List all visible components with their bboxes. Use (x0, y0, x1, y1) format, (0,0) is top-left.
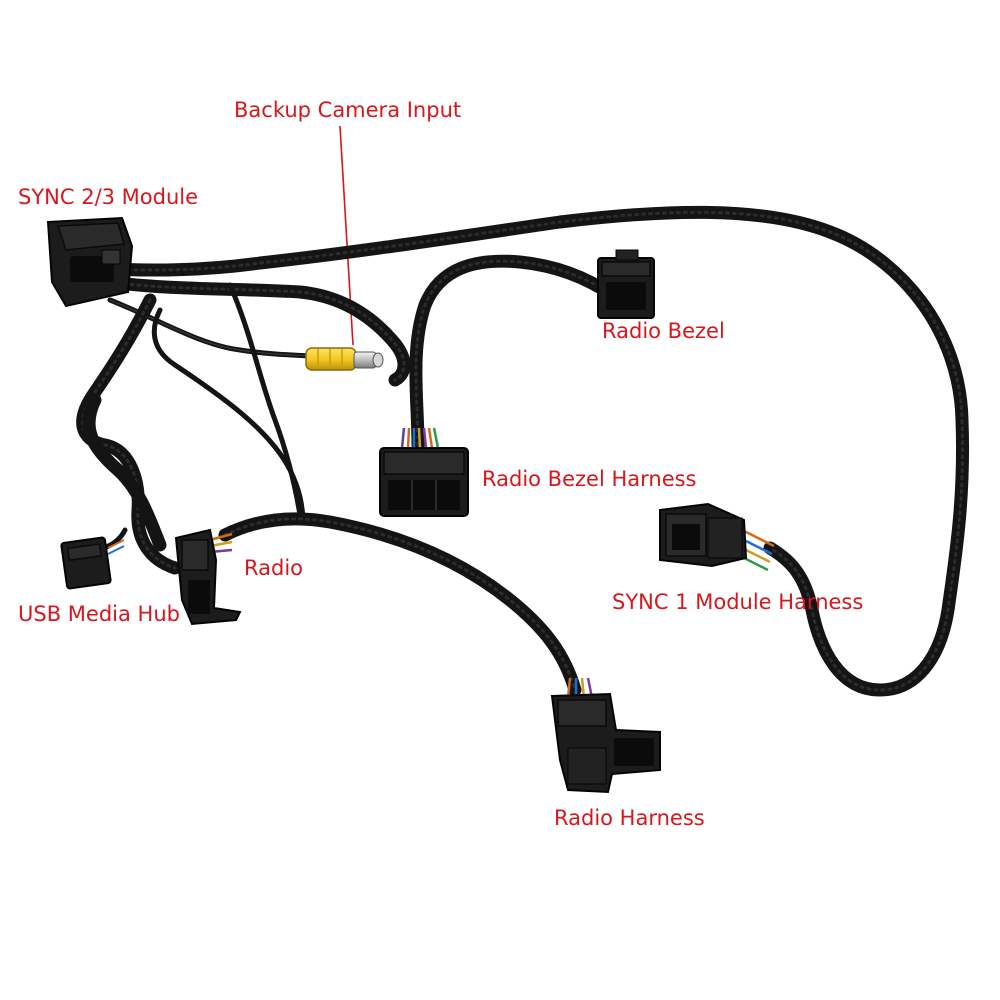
label-radio-bezel: Radio Bezel (602, 319, 725, 343)
radio-bezel-harness-connector (379, 427, 469, 517)
usb-loop-cable (76, 293, 182, 575)
label-radio: Radio (244, 556, 304, 580)
main-trunk-cable (93, 205, 970, 697)
module-to-radio-thin-cable (151, 282, 306, 521)
label-backup-camera-input: Backup Camera Input (234, 98, 462, 122)
rca-yellow-plug (305, 347, 384, 371)
usb-media-hub-connector (60, 536, 125, 590)
radio-harness-branch-cable (218, 512, 582, 697)
radio-connector (174, 528, 242, 626)
label-radio-bezel-harness: Radio Bezel Harness (482, 467, 697, 491)
radio-harness-connector (550, 677, 661, 794)
label-radio-harness: Radio Harness (554, 806, 705, 830)
radio-bezel-connector (597, 249, 655, 319)
radio-bezel-branch-cable (409, 254, 619, 452)
upper-branch-cable (103, 275, 411, 387)
radio-bezel-harness-wire-fan (400, 427, 440, 449)
sync-23-module-connector (46, 216, 134, 308)
label-sync-1-module-harness: SYNC 1 Module Harness (612, 590, 864, 614)
sync-1-module-connector (659, 502, 775, 572)
label-usb-media-hub: USB Media Hub (18, 602, 180, 626)
label-sync-23-module: SYNC 2/3 Module (18, 185, 199, 209)
